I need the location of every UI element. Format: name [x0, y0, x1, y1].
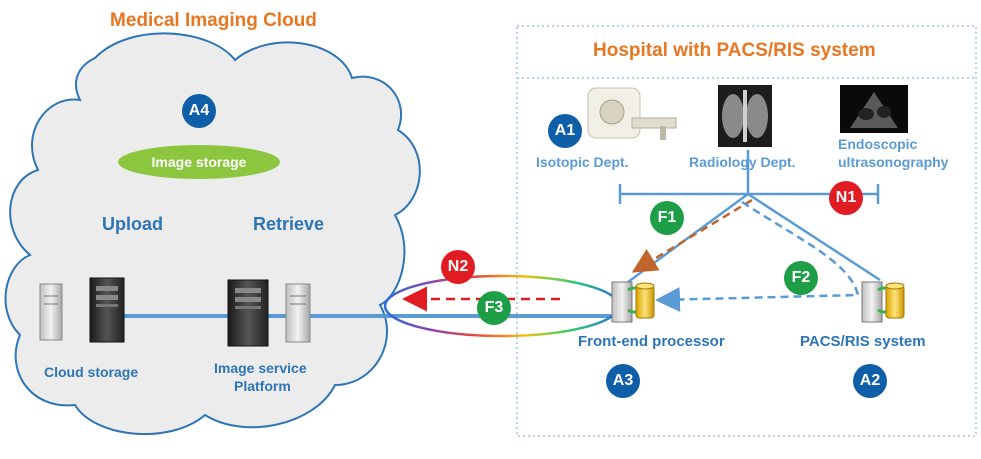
image-storage-pill: Image storage [118, 145, 280, 179]
bus-to-pacs-link [747, 192, 881, 282]
pacs-system-label: PACS/RIS system [800, 333, 926, 350]
frontend-processor-label: Front-end processor [578, 333, 725, 350]
platform-label-line2: Platform [234, 378, 291, 394]
chest-xray-icon [718, 85, 772, 147]
badge-a2: A2 [853, 364, 887, 398]
hospital-title: Hospital with PACS/RIS system [593, 40, 876, 61]
retrieve-label: Retrieve [253, 214, 325, 234]
cloud-storage-label: Cloud storage [44, 364, 139, 380]
badge-f2: F2 [784, 261, 818, 295]
ct-scanner-icon [587, 87, 677, 140]
radiology-dept-label: Radiology Dept. [689, 154, 796, 170]
f2-arrow [655, 200, 860, 312]
cloud-title: Medical Imaging Cloud [110, 10, 317, 31]
cloud-storage-server-icon [39, 277, 125, 343]
badge-n1: N1 [829, 181, 863, 215]
f1-arrow [631, 198, 753, 273]
ultrasound-image-icon [840, 85, 908, 133]
endoscopic-label-line1: Endoscopic [838, 136, 918, 152]
badge-n2: N2 [441, 250, 475, 284]
badge-a4: A4 [182, 94, 216, 128]
frontend-processor-icon [611, 281, 655, 323]
endoscopic-label-line2: ultrasonography [838, 154, 949, 170]
badge-f3: F3 [477, 291, 511, 325]
upload-label: Upload [102, 214, 163, 234]
badge-a1: A1 [548, 114, 582, 148]
platform-label-line1: Image service [214, 360, 307, 376]
isotopic-dept-label: Isotopic Dept. [536, 154, 629, 170]
badge-a3: A3 [606, 364, 640, 398]
platform-server-icon [227, 279, 311, 347]
bus-to-frontend-link [627, 192, 749, 284]
pacs-system-icon [861, 281, 905, 323]
badge-f1: F1 [650, 201, 684, 235]
